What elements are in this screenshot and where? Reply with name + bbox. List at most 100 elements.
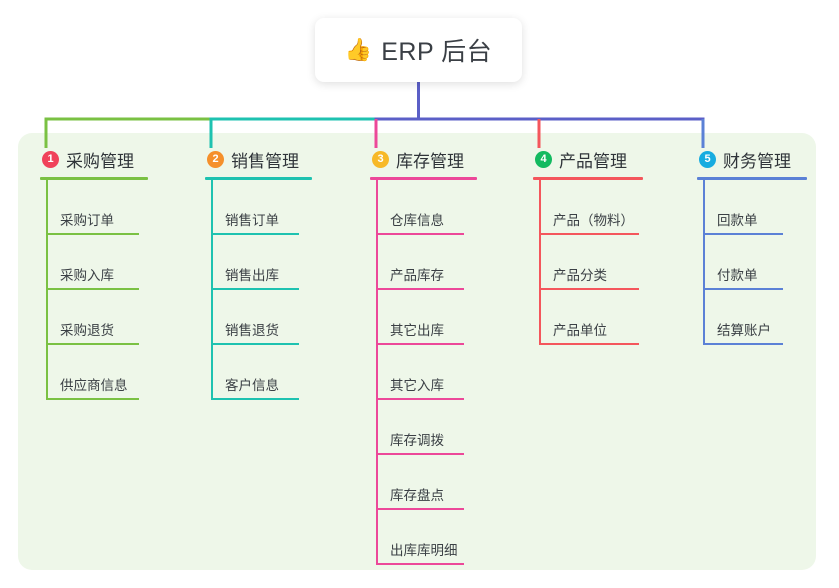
branch-label: 销售管理 [231,151,299,171]
branch-item[interactable]: 产品库存 [376,235,477,290]
branch-item[interactable]: 采购入库 [46,235,148,290]
branch-item[interactable]: 库存调拨 [376,400,477,455]
branch-item-label: 其它出库 [390,323,444,338]
branch-number-badge: 1 [42,150,59,168]
branch-underline [370,177,477,180]
root-title: ERP 后台 [381,38,493,66]
branch-label: 库存管理 [396,151,464,171]
branch-item-underline [376,288,464,290]
branch-item-label: 库存盘点 [390,488,444,503]
branch-spine [376,180,378,565]
branch-item-label: 供应商信息 [60,378,128,393]
branch-item-underline [376,563,464,565]
branch-item[interactable]: 采购退货 [46,290,148,345]
thumbs-up-icon: 👍 [344,37,373,62]
branch-item-label: 仓库信息 [390,213,444,228]
branch-item-label: 库存调拨 [390,433,444,448]
branch-item-label: 出库库明细 [390,543,458,558]
branch-item[interactable]: 付款单 [703,235,807,290]
branch-item[interactable]: 销售出库 [211,235,312,290]
branch-item-list: 采购订单采购入库采购退货供应商信息 [40,180,148,400]
branch-item-underline [376,398,464,400]
branch-item-underline [211,343,299,345]
branch-item[interactable]: 仓库信息 [376,180,477,235]
branch-item-label: 销售退货 [225,323,279,338]
branch-4: 4 产品管理产品（物料） 产品分类产品单位 [533,146,643,345]
branch-item-label: 回款单 [717,213,758,228]
branch-item-label: 产品库存 [390,268,444,283]
diagram-background-panel [18,133,816,570]
branch-item-list: 回款单付款单结算账户 [697,180,807,345]
branch-number-badge: 3 [372,150,389,168]
branch-item-label: 销售出库 [225,268,279,283]
branch-item[interactable]: 其它出库 [376,290,477,345]
branch-item-underline [376,233,464,235]
branch-number-badge: 5 [699,150,716,168]
branch-item-label: 付款单 [717,268,758,283]
branch-item-underline [211,233,299,235]
branch-item-underline [539,233,639,235]
branch-item[interactable]: 产品单位 [539,290,643,345]
branch-underline [205,177,312,180]
branch-item[interactable]: 销售退货 [211,290,312,345]
branch-item[interactable]: 其它入库 [376,345,477,400]
branch-item[interactable]: 采购订单 [46,180,148,235]
branch-item-label: 采购订单 [60,213,114,228]
branch-item-underline [703,288,783,290]
branch-item[interactable]: 销售订单 [211,180,312,235]
branch-item-underline [211,398,299,400]
branch-number-badge: 4 [535,150,552,168]
branch-item-label: 结算账户 [717,323,771,338]
branch-item-list: 产品（物料） 产品分类产品单位 [533,180,643,345]
branch-header-3[interactable]: 3 库存管理 [370,146,477,172]
branch-item[interactable]: 出库库明细 [376,510,477,565]
branch-item-label: 产品单位 [553,323,607,338]
branch-item[interactable]: 产品分类 [539,235,643,290]
branch-spine [539,180,541,345]
branch-item-underline [539,288,639,290]
branch-3: 3 库存管理仓库信息产品库存其它出库其它入库库存调拨库存盘点出库库明细 [370,146,477,565]
branch-item-underline [376,453,464,455]
branch-underline [40,177,148,180]
branch-spine [703,180,705,345]
branch-item-label: 采购退货 [60,323,114,338]
branch-item-label: 销售订单 [225,213,279,228]
branch-spine [211,180,213,400]
branch-item-underline [539,343,639,345]
branch-item[interactable]: 库存盘点 [376,455,477,510]
branch-item[interactable]: 客户信息 [211,345,312,400]
branch-1: 1 采购管理采购订单采购入库采购退货供应商信息 [40,146,148,400]
branch-item-underline [703,233,783,235]
branch-item-list: 仓库信息产品库存其它出库其它入库库存调拨库存盘点出库库明细 [370,180,477,565]
branch-item-list: 销售订单销售出库销售退货客户信息 [205,180,312,400]
root-node[interactable]: 👍 ERP 后台 [315,18,522,82]
branch-2: 2 销售管理销售订单销售出库销售退货客户信息 [205,146,312,400]
branch-label: 产品管理 [559,151,627,171]
branch-item[interactable]: 回款单 [703,180,807,235]
branch-item-underline [703,343,783,345]
branch-item-label: 客户信息 [225,378,279,393]
branch-item-label: 其它入库 [390,378,444,393]
branch-item[interactable]: 供应商信息 [46,345,148,400]
branch-label: 采购管理 [66,151,134,171]
branch-header-4[interactable]: 4 产品管理 [533,146,643,172]
branch-underline [697,177,807,180]
branch-underline [533,177,643,180]
branch-item[interactable]: 产品（物料） [539,180,643,235]
branch-item-label: 采购入库 [60,268,114,283]
branch-item-underline [376,343,464,345]
branch-number-badge: 2 [207,150,224,168]
branch-item-underline [211,288,299,290]
branch-item-underline [46,233,139,235]
branch-header-1[interactable]: 1 采购管理 [40,146,148,172]
branch-item-label: 产品分类 [553,268,607,283]
branch-item-underline [376,508,464,510]
branch-item-label: 产品（物料） [553,213,634,228]
branch-header-2[interactable]: 2 销售管理 [205,146,312,172]
branch-item-underline [46,288,139,290]
branch-item[interactable]: 结算账户 [703,290,807,345]
